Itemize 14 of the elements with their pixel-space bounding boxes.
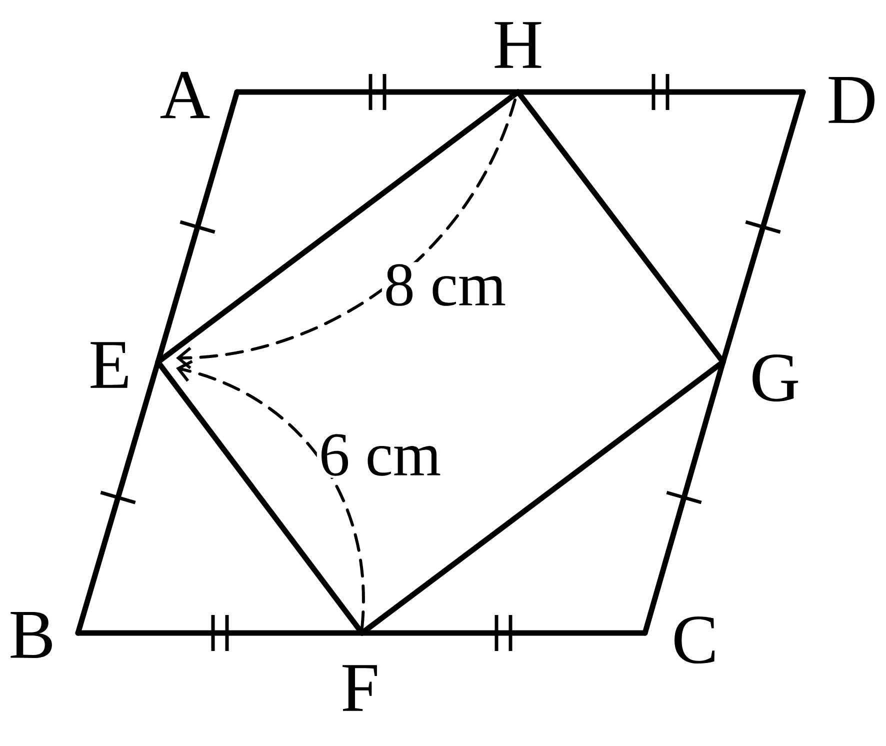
line-segment (720, 89, 806, 365)
line-segment (515, 89, 806, 95)
vertex-label: D (828, 77, 874, 123)
vertex-label: F (342, 665, 377, 711)
line-segment (75, 359, 161, 636)
dimension-label: 8 cm (382, 262, 508, 308)
vertex-label: G (752, 354, 798, 402)
vertex-label: A (160, 72, 210, 118)
vertex-label: H (494, 22, 542, 68)
vertex-label: E (90, 342, 128, 388)
vertex-label: B (10, 612, 52, 658)
vertex-label: C (674, 616, 714, 664)
line-segment (234, 89, 521, 95)
dimension-label: 6 cm (316, 432, 444, 478)
